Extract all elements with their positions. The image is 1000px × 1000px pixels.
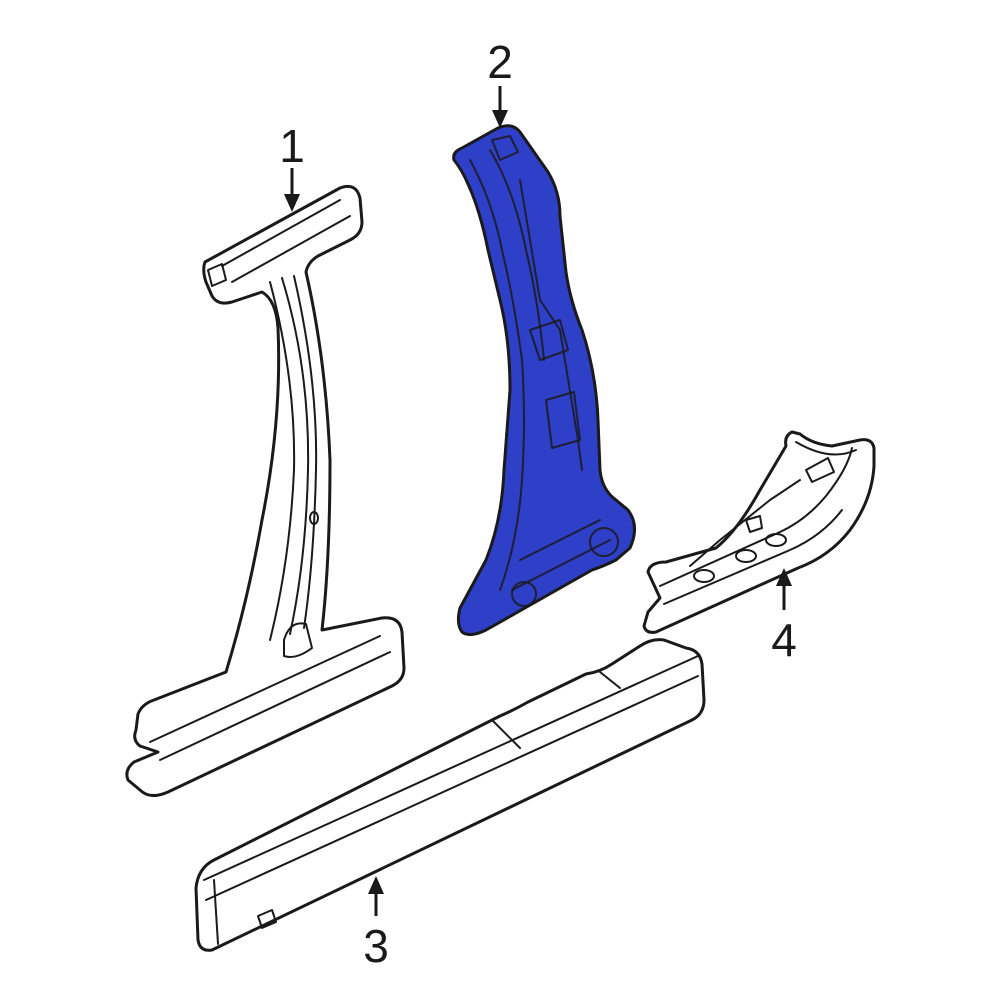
callout-1-label: 1	[279, 120, 305, 172]
part-2-fill	[452, 124, 636, 637]
callout-4-label: 4	[771, 614, 797, 666]
callout-leader-1	[284, 168, 300, 212]
callout-3-label: 3	[363, 920, 389, 972]
callout-2-label: 2	[487, 36, 513, 88]
callout-leader-3	[368, 876, 384, 916]
part-4-rocker-reinforcement	[642, 430, 876, 634]
part-1-pillar	[125, 184, 406, 797]
callout-leader-2	[492, 86, 508, 128]
part-2-reinforcement	[452, 124, 636, 637]
part-3-rocker	[194, 638, 706, 952]
callout-leader-4	[776, 568, 792, 610]
